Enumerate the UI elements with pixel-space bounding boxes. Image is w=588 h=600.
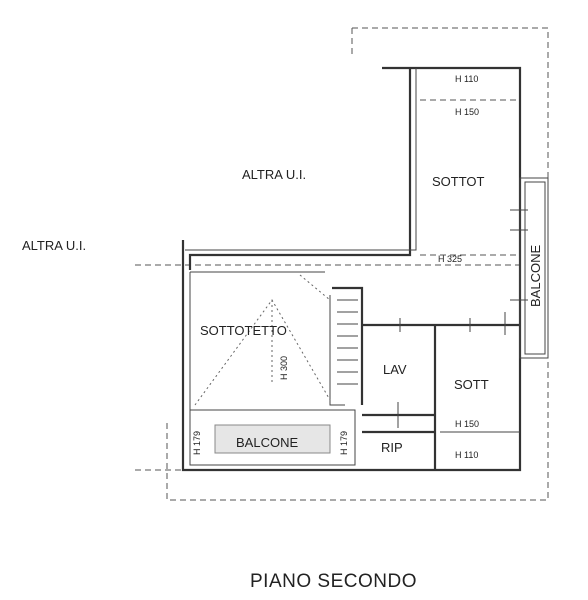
height-h150-top: H 150 bbox=[455, 107, 479, 117]
reference-lines bbox=[135, 99, 520, 471]
label-sott: SOTT bbox=[454, 377, 489, 392]
label-rip: RIP bbox=[381, 440, 403, 455]
right-balcony bbox=[519, 177, 549, 359]
label-sottot: SOTTOT bbox=[432, 174, 485, 189]
height-h150-bottom: H 150 bbox=[455, 419, 479, 429]
height-h110-top: H 110 bbox=[455, 74, 478, 84]
height-h325: H 325 bbox=[438, 254, 462, 264]
floor-title: PIANO SECONDO bbox=[250, 571, 417, 592]
label-balcone-bottom: BALCONE bbox=[236, 435, 298, 450]
label-altra-ui-left: ALTRA U.I. bbox=[22, 238, 86, 253]
height-h110-bottom: H 110 bbox=[455, 450, 478, 460]
roof-slope-lines bbox=[194, 274, 331, 406]
label-lav: LAV bbox=[383, 362, 407, 377]
outer-boundary bbox=[166, 27, 549, 501]
label-balcone-right: BALCONE bbox=[528, 245, 543, 307]
height-h300: H 300 bbox=[279, 356, 289, 380]
height-h179-right: H 179 bbox=[339, 431, 349, 455]
label-sottotetto: SOTTOTETTO bbox=[200, 323, 287, 338]
bottom-balcony bbox=[189, 409, 356, 466]
height-h179-left: H 179 bbox=[192, 431, 202, 455]
label-altra-ui-top: ALTRA U.I. bbox=[242, 167, 306, 182]
